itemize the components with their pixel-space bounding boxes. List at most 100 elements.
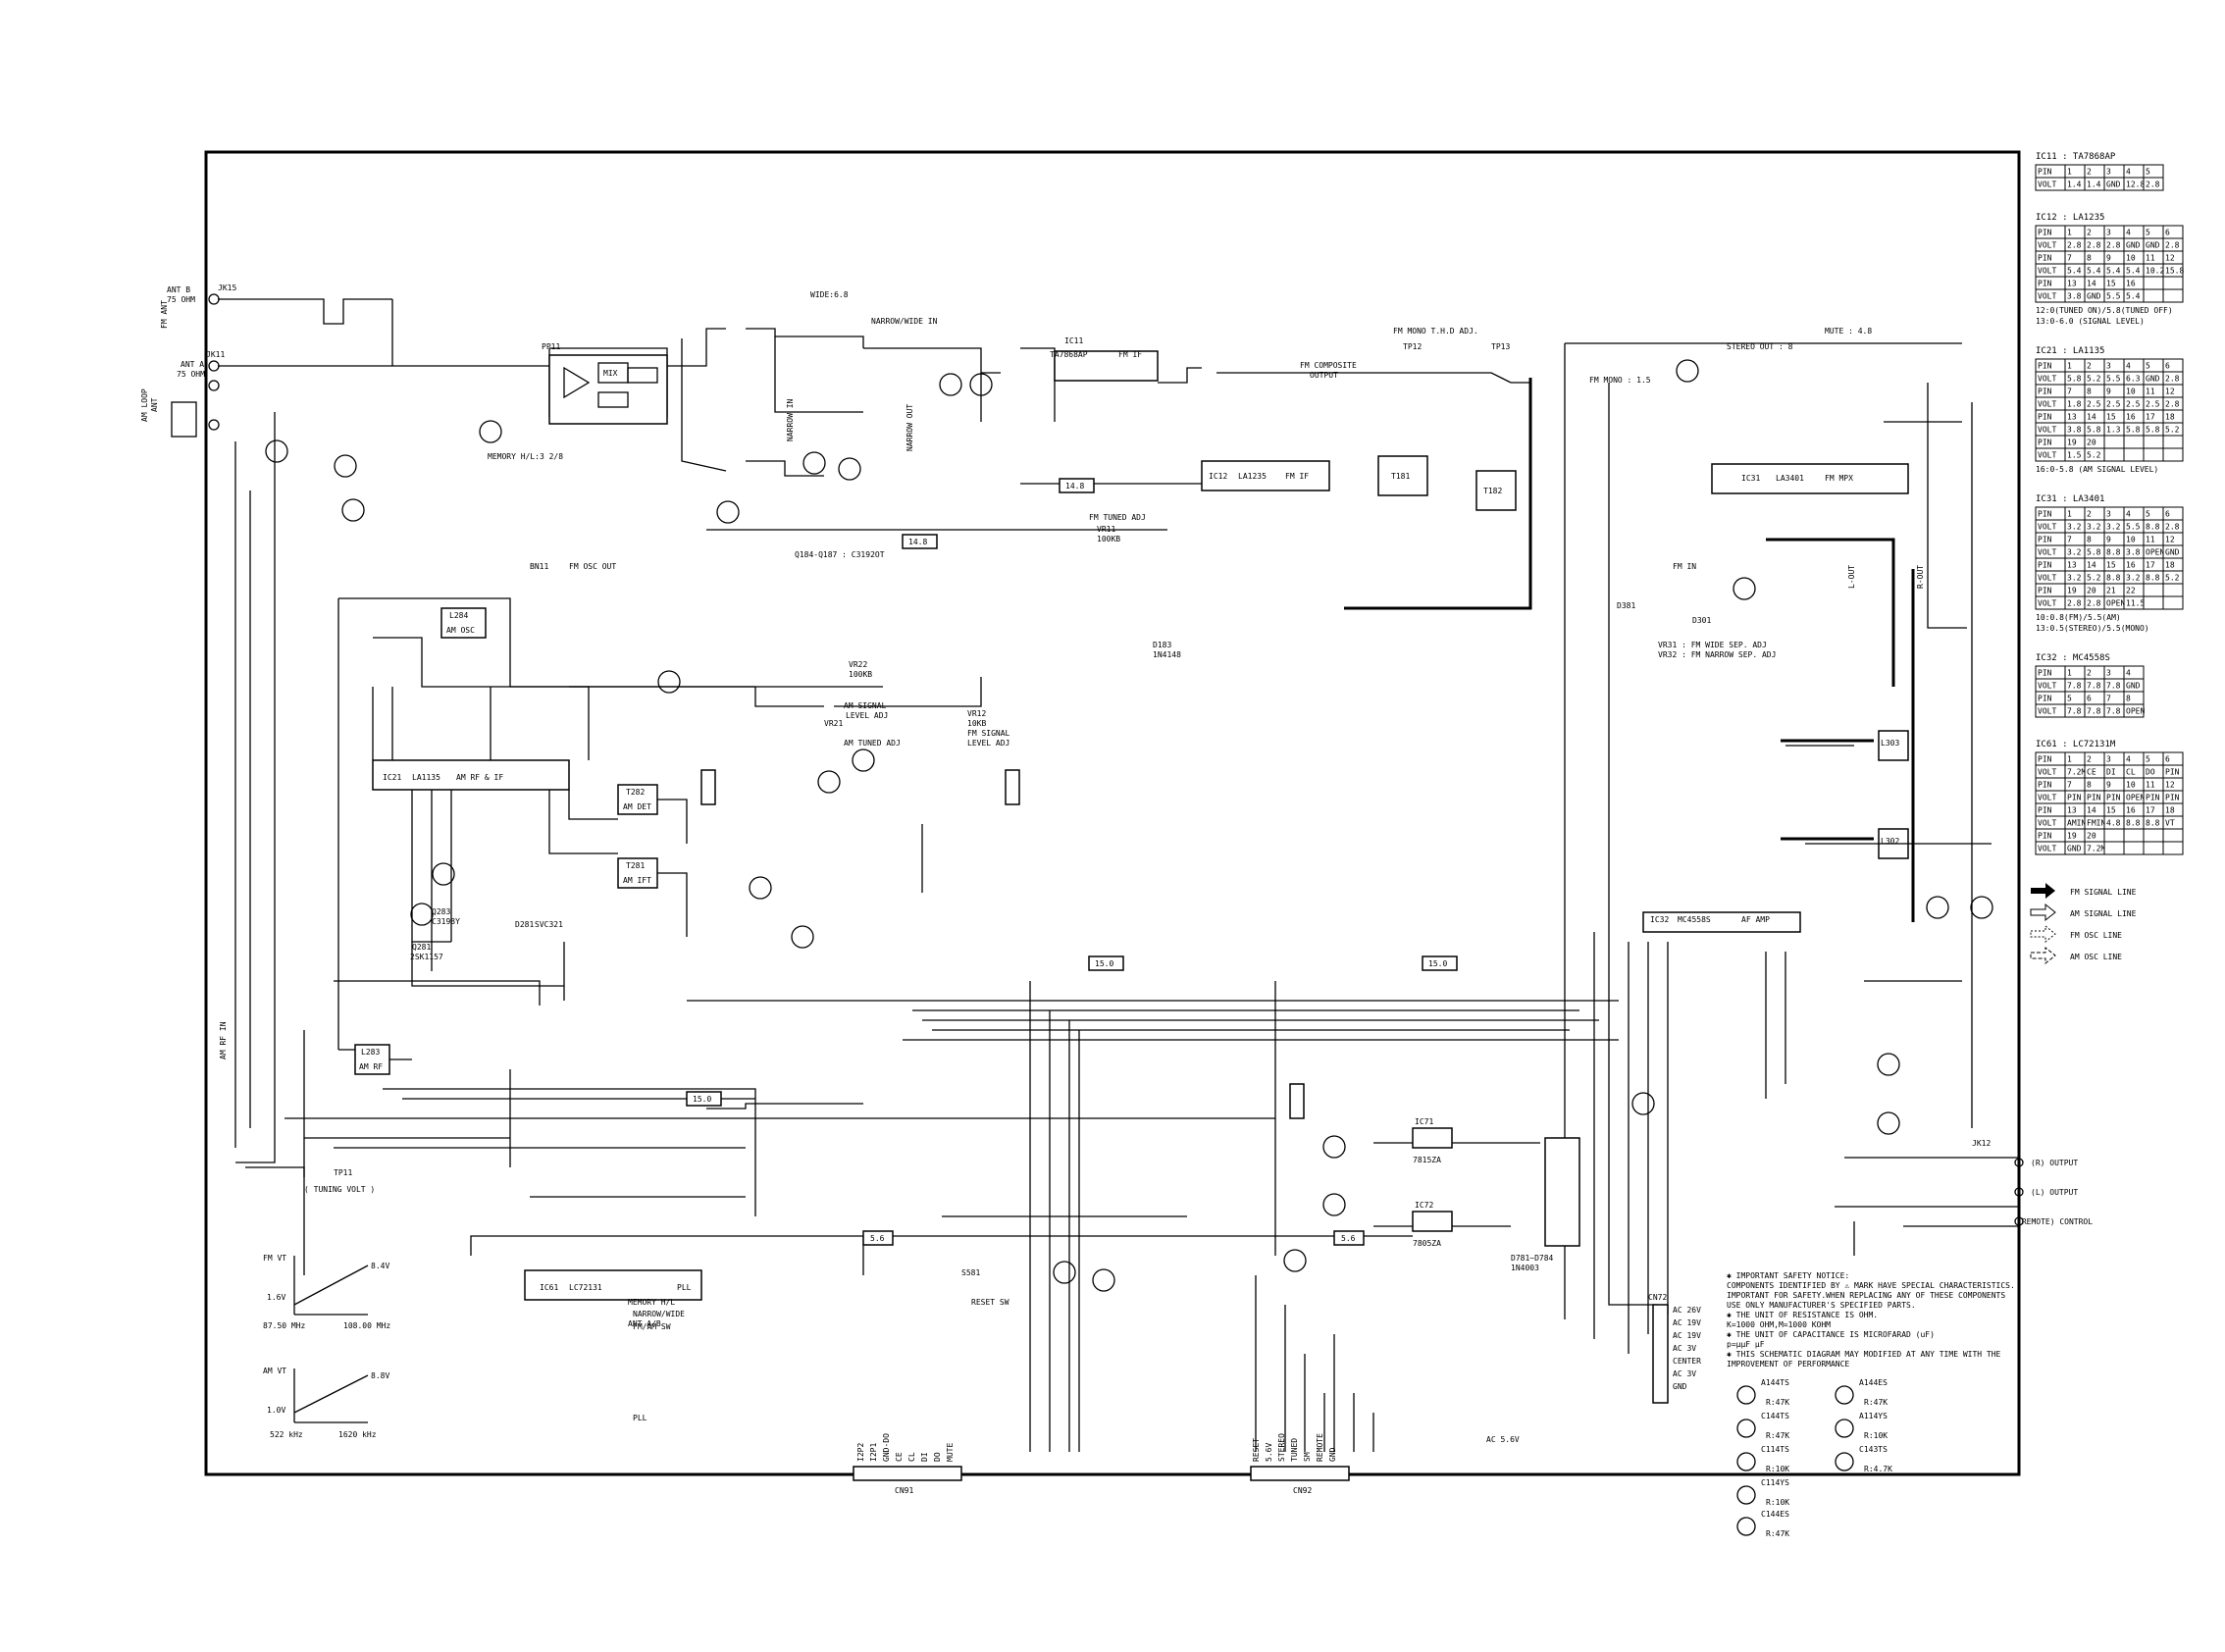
svg-text:108.00 MHz: 108.00 MHz <box>343 1321 390 1330</box>
legend-am-signal: AM SIGNAL LINE <box>2070 909 2137 918</box>
table-cell-text: 12.8 <box>2126 181 2145 189</box>
table-cell-text: 3 <box>2106 510 2111 519</box>
svg-text:NARROW/WIDE IN: NARROW/WIDE IN <box>871 317 938 326</box>
table-cell-text: 7.8 <box>2067 707 2082 716</box>
table-cell-text: 7.2M <box>2067 768 2086 777</box>
table-cell-text: PIN <box>2038 254 2052 263</box>
table-cell-text: 5 <box>2146 755 2150 764</box>
table-cell-text: 6 <box>2165 755 2170 764</box>
table-cell-text: GND <box>2106 181 2121 189</box>
svg-text:CN72: CN72 <box>1648 1293 1667 1302</box>
svg-text:L303: L303 <box>1881 739 1899 748</box>
svg-text:(L) OUTPUT: (L) OUTPUT <box>2031 1188 2078 1197</box>
svg-text:R:47K: R:47K <box>1766 1529 1789 1538</box>
table-cell-text: 18 <box>2165 413 2175 422</box>
table-cell <box>2103 828 2125 843</box>
table-cell-text: 8.8 <box>2146 574 2160 583</box>
safety-notes: ✱ IMPORTANT SAFETY NOTICE: COMPONENTS ID… <box>1727 1271 2015 1368</box>
table-cell-text: PIN <box>2038 755 2052 764</box>
table-cell-text: VOLT <box>2038 768 2056 777</box>
svg-text:C114TS: C114TS <box>1761 1445 1789 1454</box>
svg-text:VR22: VR22 <box>849 660 867 669</box>
svg-text:FM IF: FM IF <box>1118 350 1142 359</box>
table-cell-text: 3.2 <box>2087 523 2101 532</box>
svg-text:A144TS: A144TS <box>1761 1378 1789 1387</box>
svg-text:PLL: PLL <box>677 1283 692 1292</box>
svg-text:MUTE: MUTE <box>946 1443 955 1462</box>
svg-text:IC12: IC12 <box>1209 472 1227 481</box>
table-cell <box>2162 828 2184 843</box>
table-cell-text: 15.8 <box>2165 267 2184 276</box>
svg-text:CN92: CN92 <box>1293 1486 1312 1495</box>
svg-text:FM MPX: FM MPX <box>1825 474 1853 483</box>
table-cell-text: 5.5 <box>2106 375 2121 384</box>
table-cell <box>2162 435 2184 449</box>
svg-text:LC72131: LC72131 <box>569 1283 602 1292</box>
table-cell-text: PIN <box>2038 669 2052 678</box>
svg-text:AM VT: AM VT <box>263 1367 286 1375</box>
table-cell-text: PIN <box>2038 439 2052 447</box>
table-cell-text: PIN <box>2038 168 2052 177</box>
table-cell-text: 1.4 <box>2087 181 2101 189</box>
table-cell-text: VOLT <box>2038 400 2056 409</box>
table-cell-text: 19 <box>2067 587 2077 595</box>
svg-text:FM TUNED ADJ: FM TUNED ADJ <box>1089 513 1146 522</box>
svg-text:AC 19V: AC 19V <box>1673 1318 1701 1327</box>
svg-text:BN11: BN11 <box>530 562 548 571</box>
svg-text:T182: T182 <box>1483 487 1502 495</box>
table-cell-text: 8.8 <box>2146 523 2160 532</box>
table-cell-text: 15 <box>2106 413 2116 422</box>
table-cell-text: 7 <box>2067 536 2072 544</box>
table-cell-text: 3.2 <box>2067 574 2082 583</box>
table-cell-text: PIN <box>2038 536 2052 544</box>
svg-text:87.50 MHz: 87.50 MHz <box>263 1321 306 1330</box>
table-cell-text: PIN <box>2038 229 2052 237</box>
svg-text:R-OUT: R-OUT <box>1916 565 1925 589</box>
table-cell-text: 6 <box>2165 229 2170 237</box>
table-cell-text: 2.5 <box>2087 400 2101 409</box>
table-cell-text: 19 <box>2067 439 2077 447</box>
table-cell-text: 2.8 <box>2165 375 2180 384</box>
table-cell-text: PIN <box>2038 387 2052 396</box>
table-cell-text: 2.8 <box>2087 241 2101 250</box>
svg-text:AC 26V: AC 26V <box>1673 1306 1701 1315</box>
svg-text:FM COMPOSITE: FM COMPOSITE <box>1300 361 1357 370</box>
table-cell <box>2143 583 2164 597</box>
schematic-text: MEMORY H/L:3 2/8 FM OSC OUT BN11 WIDE:6.… <box>219 290 1925 1444</box>
svg-text:IC31: IC31 <box>1741 474 1760 483</box>
table-cell-text: 16 <box>2126 413 2136 422</box>
legend-fm-osc: FM OSC LINE <box>2070 931 2122 940</box>
table-cell-text: 1 <box>2067 229 2072 237</box>
table-cell-text: VOLT <box>2038 574 2056 583</box>
svg-text:IC72: IC72 <box>1415 1201 1433 1210</box>
table-cell-text: 15 <box>2106 806 2116 815</box>
table-cell-text: 12 <box>2165 536 2175 544</box>
table-cell-text: 5 <box>2146 510 2150 519</box>
svg-text:10KB: 10KB <box>967 719 986 728</box>
svg-text:IC11: IC11 <box>1064 336 1083 345</box>
table-cell-text: 4 <box>2126 510 2131 519</box>
table-cell-text: VOLT <box>2038 181 2056 189</box>
svg-text:ANT: ANT <box>150 397 159 412</box>
table-cell-text: 8.8 <box>2126 819 2141 828</box>
svg-text:VR12: VR12 <box>967 709 986 718</box>
table-cell-text: CL <box>2126 768 2136 777</box>
table-cell-text: 6 <box>2087 695 2092 703</box>
table-cell-text: 2.8 <box>2146 181 2160 189</box>
svg-text:MEMORY H/L:3 2/8: MEMORY H/L:3 2/8 <box>488 452 563 461</box>
svg-text:AC 3V: AC 3V <box>1673 1369 1696 1378</box>
table-cell-text: 1 <box>2067 755 2072 764</box>
table-cell-text: VOLT <box>2038 292 2056 301</box>
svg-text:1620 kHz: 1620 kHz <box>338 1430 377 1439</box>
svg-text:✱ THE UNIT OF CAPACITANCE IS M: ✱ THE UNIT OF CAPACITANCE IS MICROFARAD … <box>1727 1330 1935 1339</box>
table-cell-text: 20 <box>2087 439 2096 447</box>
table-cell-text: 8 <box>2087 781 2092 790</box>
table-cell-text: 3 <box>2106 755 2111 764</box>
table-cell-text: 3 <box>2106 168 2111 177</box>
svg-text:T282: T282 <box>626 788 645 797</box>
svg-text:IMPROVEMENT OF PERFORMANCE: IMPROVEMENT OF PERFORMANCE <box>1727 1360 1849 1368</box>
table-cell-text: 9 <box>2106 536 2111 544</box>
table-cell-text: 5.4 <box>2126 267 2141 276</box>
table-cell-text: 6 <box>2165 362 2170 371</box>
